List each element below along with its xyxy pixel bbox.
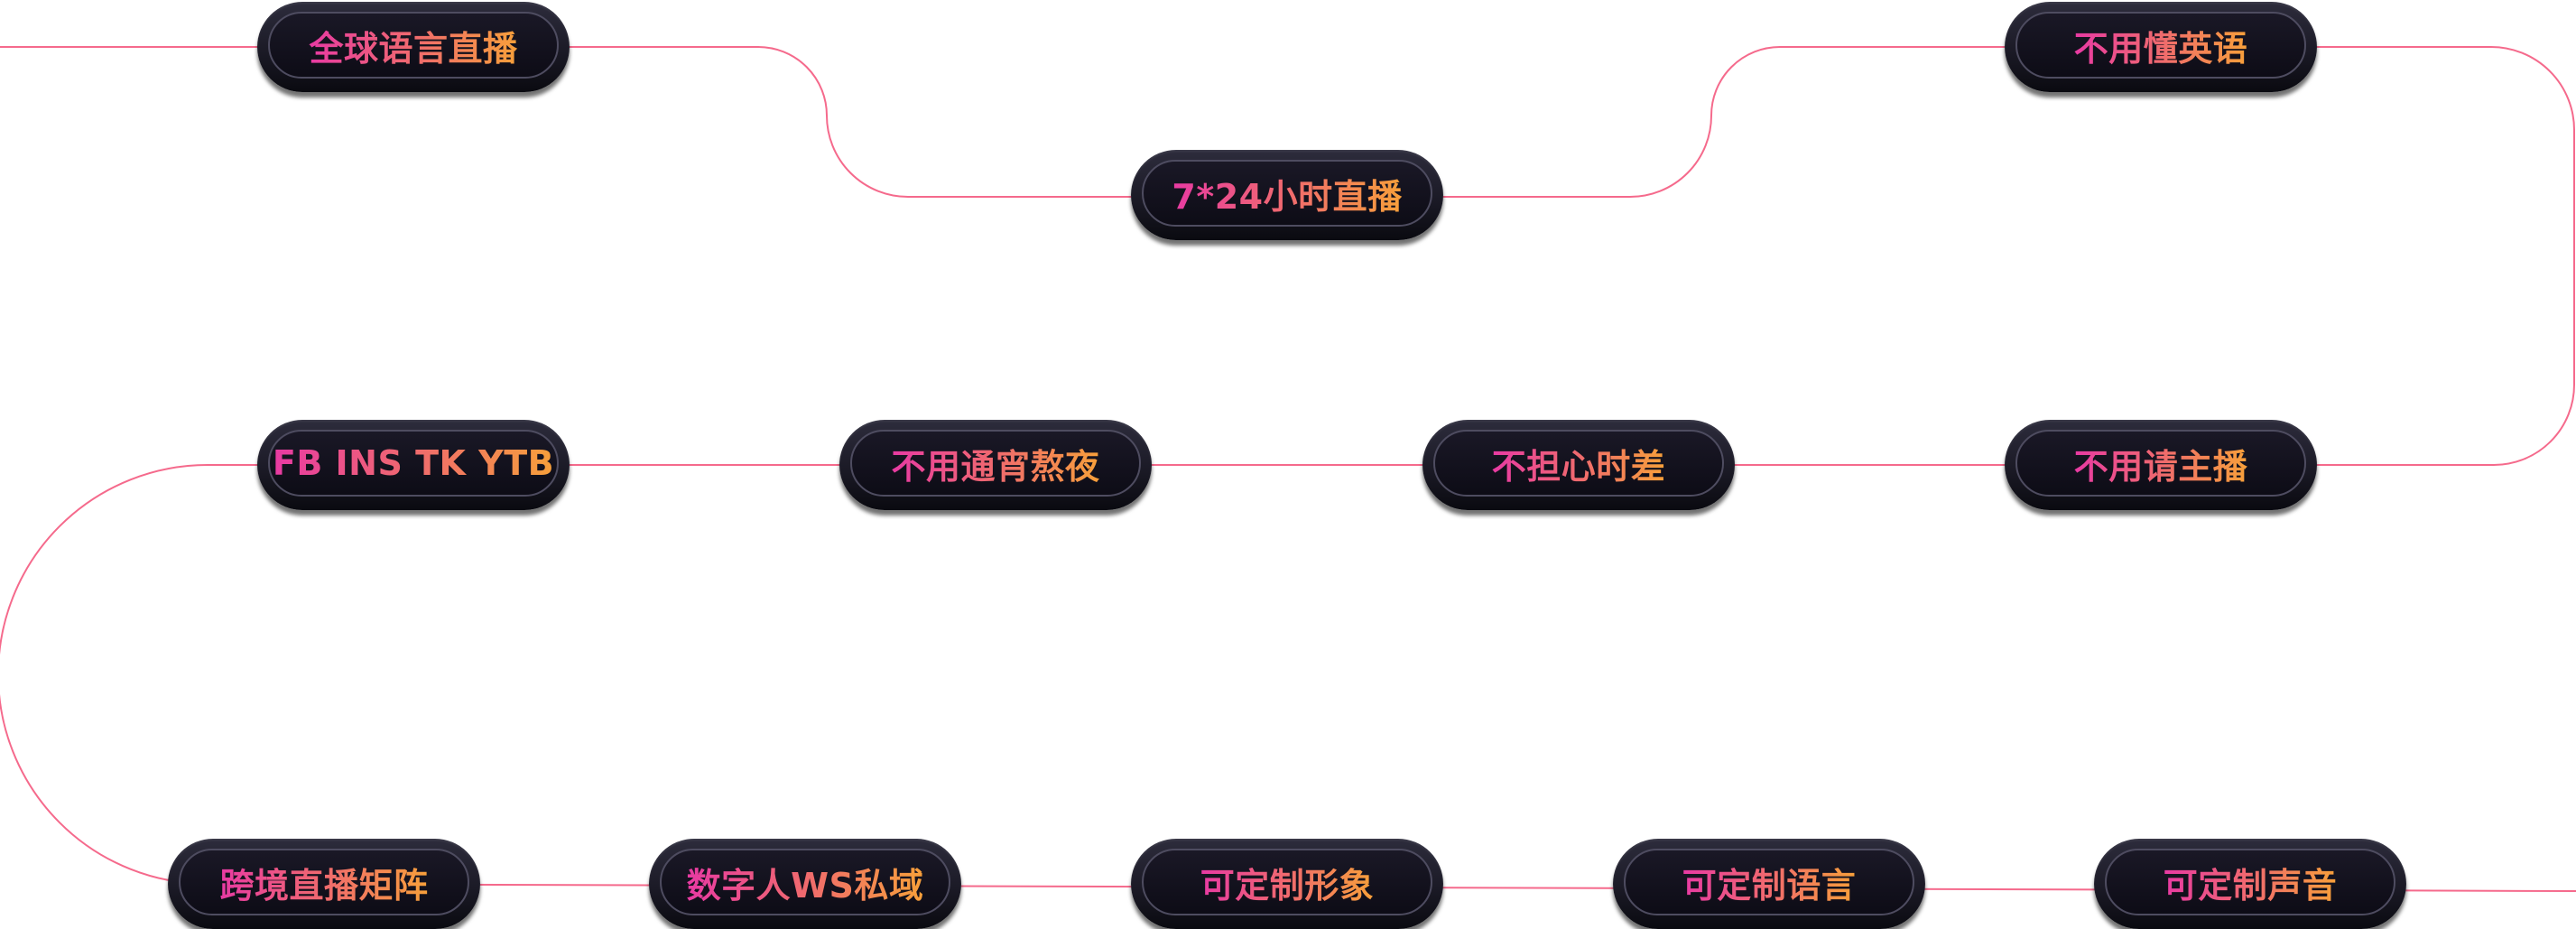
node-label: 不用请主播 <box>2074 439 2248 488</box>
node-digital-human-ws: 数字人WS私域 <box>649 839 961 929</box>
node-inner: 不用懂英语 <box>2015 12 2306 79</box>
node-no-all-nighters: 不用通宵熬夜 <box>839 420 1152 510</box>
node-inner: 不用通宵熬夜 <box>850 430 1141 497</box>
node-label: 跨境直播矩阵 <box>219 858 428 907</box>
node-inner: 不担心时差 <box>1433 430 1724 497</box>
node-inner: 可定制语言 <box>1624 849 1914 915</box>
node-inner: 不用请主播 <box>2015 430 2306 497</box>
node-inner: 可定制形象 <box>1142 849 1432 915</box>
node-platforms: FB INS TK YTB <box>257 420 570 510</box>
node-global-language-live: 全球语言直播 <box>257 2 570 92</box>
node-inner: 全球语言直播 <box>268 12 559 79</box>
node-inner: 数字人WS私域 <box>660 849 950 915</box>
node-inner: FB INS TK YTB <box>268 430 559 497</box>
node-inner: 可定制声音 <box>2105 849 2395 915</box>
node-inner: 7*24小时直播 <box>1142 160 1432 227</box>
node-label: 可定制形象 <box>1200 858 1375 907</box>
node-no-english-needed: 不用懂英语 <box>2005 2 2317 92</box>
connector-path <box>0 46 2576 892</box>
node-inner: 跨境直播矩阵 <box>179 849 469 915</box>
node-custom-appearance: 可定制形象 <box>1131 839 1443 929</box>
node-cross-border-matrix: 跨境直播矩阵 <box>168 839 480 929</box>
node-label: 不用通宵熬夜 <box>891 439 1099 488</box>
node-label: 数字人WS私域 <box>687 858 924 907</box>
node-24-7-live: 7*24小时直播 <box>1131 150 1443 240</box>
node-custom-voice: 可定制声音 <box>2094 839 2406 929</box>
node-label: 可定制声音 <box>2164 858 2338 907</box>
node-no-timezone-worry: 不担心时差 <box>1422 420 1735 510</box>
node-label: 全球语言直播 <box>309 21 517 70</box>
node-label: 不用懂英语 <box>2074 21 2248 70</box>
node-no-host-hiring: 不用请主播 <box>2005 420 2317 510</box>
node-label: 不担心时差 <box>1492 439 1666 488</box>
node-custom-language: 可定制语言 <box>1613 839 1925 929</box>
node-label: FB INS TK YTB <box>272 443 555 483</box>
node-label: 7*24小时直播 <box>1172 169 1402 218</box>
node-label: 可定制语言 <box>1682 858 1857 907</box>
